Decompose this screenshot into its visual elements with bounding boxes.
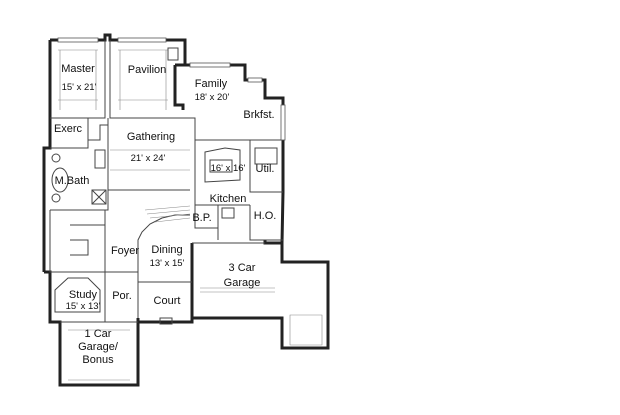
- plan-details: [51, 37, 323, 381]
- room-master-name: Master: [61, 63, 95, 75]
- room-exerc-name: Exerc: [54, 123, 83, 135]
- room-master-dims: 15' x 21': [62, 82, 97, 93]
- room-kitchen-dims: 16' x 16': [211, 163, 246, 174]
- room-gathering-dims: 21' x 24': [131, 153, 166, 164]
- room-util-name: Util.: [256, 163, 275, 175]
- room-garage3-name2: Garage: [224, 277, 261, 289]
- room-pavilion-name: Pavilion: [128, 64, 167, 76]
- interior-walls: [49, 40, 283, 323]
- room-mbath-name: M.Bath: [55, 175, 90, 187]
- room-foyer-name: Foyer: [111, 245, 139, 257]
- room-brkfst-name: Brkfst.: [243, 109, 274, 121]
- room-ho-name: H.O.: [254, 210, 277, 222]
- room-garage3-name: 3 Car: [229, 262, 256, 274]
- room-garage1-name: 1 Car: [85, 328, 112, 340]
- room-garage1-name3: Bonus: [82, 354, 114, 366]
- room-por-name: Por.: [112, 290, 132, 302]
- room-dining-dims: 13' x 15': [150, 258, 185, 269]
- room-gathering-name: Gathering: [127, 131, 175, 143]
- room-court-name: Court: [154, 295, 181, 307]
- room-garage1-name2: Garage/: [78, 341, 119, 353]
- room-study-name: Study: [69, 289, 98, 301]
- room-dining-name: Dining: [151, 244, 182, 256]
- room-family-name: Family: [195, 78, 228, 90]
- room-kitchen-name: Kitchen: [210, 193, 247, 205]
- room-bp-name: B.P.: [192, 212, 211, 224]
- room-family-dims: 18' x 20': [195, 92, 230, 103]
- room-study-dims: 15' x 13': [66, 301, 101, 312]
- room-labels: Master 15' x 21' Pavilion Family 18' x 2…: [54, 63, 276, 366]
